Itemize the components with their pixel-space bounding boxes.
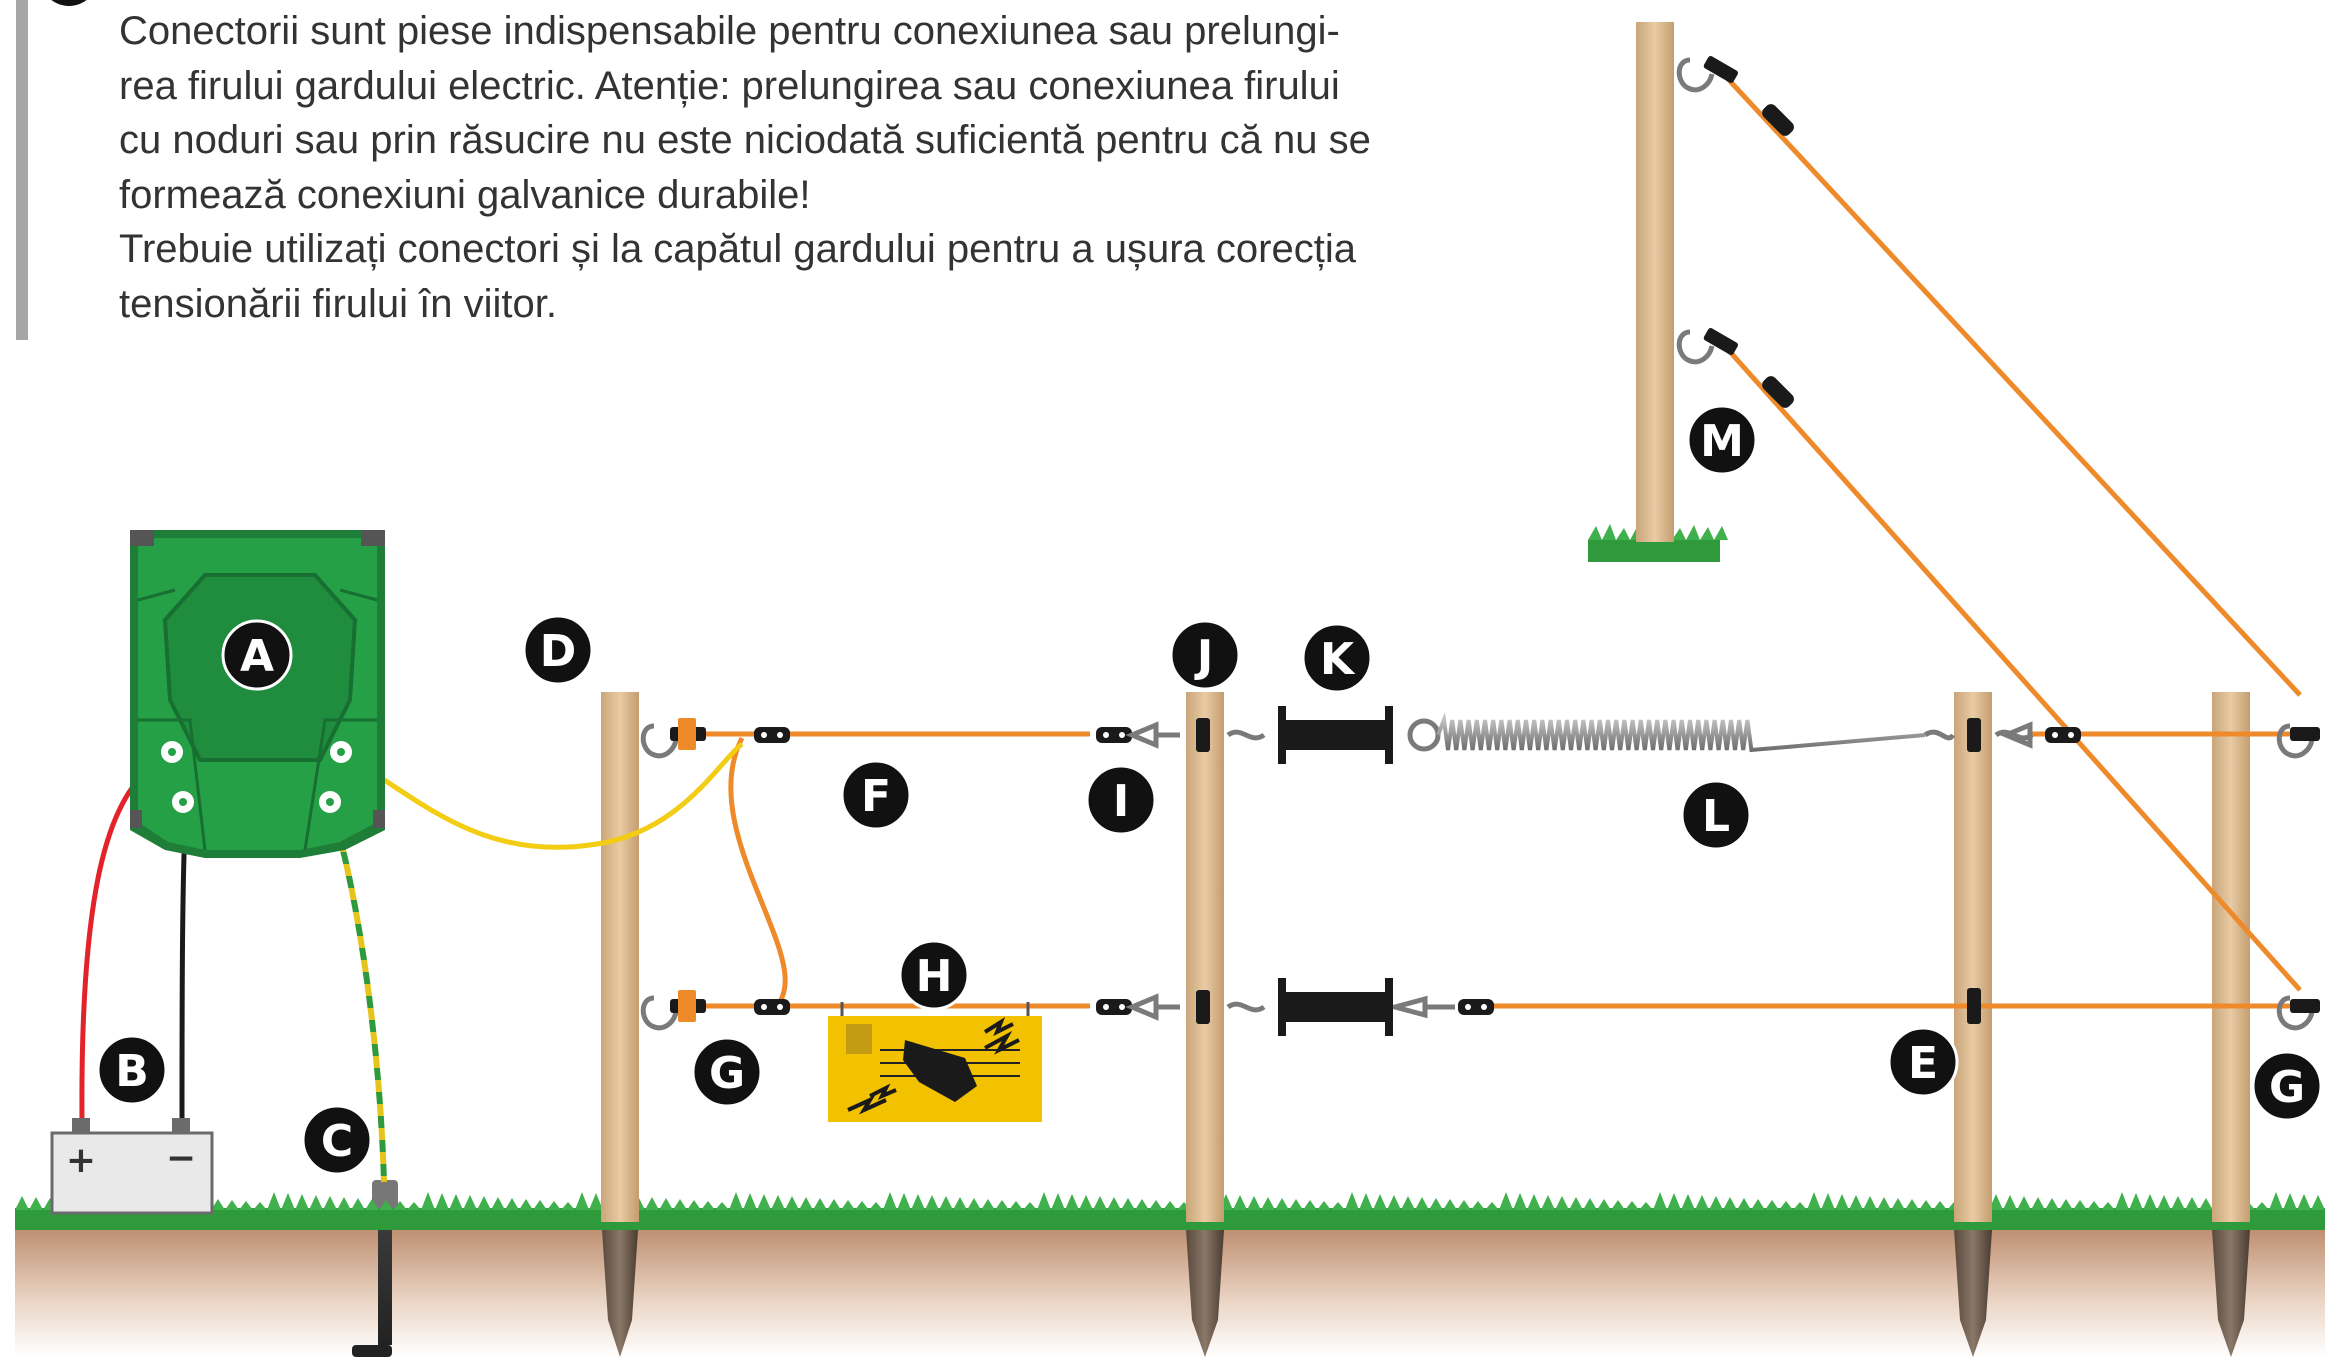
battery-plus-label: + bbox=[66, 1140, 96, 1181]
warning-sign bbox=[828, 1002, 1042, 1122]
step-marker-partial bbox=[40, 0, 98, 6]
label-marker-g-right: G bbox=[2251, 1050, 2323, 1122]
label-marker-letter: E bbox=[1908, 1038, 1938, 1089]
wooden-posts bbox=[601, 22, 2250, 1222]
wire-connectors bbox=[754, 104, 2081, 1015]
label-marker-j: J bbox=[1169, 619, 1241, 691]
label-marker-letter: B bbox=[115, 1046, 149, 1097]
label-marker-h: H bbox=[898, 939, 970, 1011]
label-markers: A B C D E F G G H I J K L M bbox=[96, 404, 2323, 1176]
label-marker-letter: L bbox=[1702, 791, 1730, 842]
description-line: Conectorii sunt piese indispensabile pen… bbox=[119, 9, 1340, 53]
jumper-wire bbox=[728, 736, 788, 1009]
grass-patch bbox=[1588, 524, 1728, 562]
wire-connector-icon bbox=[2045, 727, 2081, 743]
insulator-icon bbox=[1676, 56, 1738, 93]
label-marker-letter: J bbox=[1194, 631, 1213, 682]
wire-connector-icon bbox=[754, 999, 790, 1015]
gate-hooks bbox=[1125, 721, 2034, 1021]
label-marker-l: L bbox=[1680, 779, 1752, 851]
label-marker-letter: K bbox=[1320, 634, 1356, 685]
label-marker-letter: I bbox=[1113, 776, 1129, 827]
tension-spring-icon bbox=[1407, 712, 1926, 753]
label-marker-i: I bbox=[1085, 764, 1157, 836]
diagonal-wire-upper bbox=[1713, 63, 2302, 697]
label-marker-letter: F bbox=[861, 771, 891, 822]
yellow-cable bbox=[348, 741, 744, 850]
insulator-icon bbox=[1676, 328, 1738, 365]
description-line: Trebuie utilizați conectori și la capătu… bbox=[119, 227, 1356, 271]
label-marker-k: K bbox=[1301, 622, 1373, 694]
label-marker-g-left: G bbox=[691, 1036, 763, 1108]
description-line: cu noduri sau prin răsucire nu este nici… bbox=[119, 118, 1371, 162]
grass bbox=[15, 1192, 2325, 1230]
label-marker-e: E bbox=[1887, 1026, 1959, 1098]
label-marker-letter: G bbox=[709, 1048, 745, 1099]
insulator-icon bbox=[640, 718, 706, 759]
label-marker-letter: H bbox=[916, 951, 953, 1002]
soil bbox=[15, 1220, 2325, 1357]
label-marker-d: D bbox=[522, 614, 594, 686]
description-line: formează conexiuni galvanice durabile! bbox=[119, 172, 811, 217]
gate-handle-icon bbox=[1278, 706, 1393, 764]
diagonal-wire-lower bbox=[1713, 333, 2302, 992]
insulator-icon bbox=[2276, 723, 2320, 759]
wire-connector-icon bbox=[1762, 376, 1794, 408]
gate-handles bbox=[1278, 706, 1393, 1036]
fence-wires bbox=[690, 63, 2315, 1009]
label-marker-letter: C bbox=[321, 1116, 353, 1167]
wire-connector-icon bbox=[754, 727, 790, 743]
label-marker-m: M bbox=[1686, 404, 1758, 476]
description-line: rea firului gardului electric. Atenție: … bbox=[119, 63, 1340, 108]
sidebar-rule bbox=[16, 0, 28, 340]
wire-connector-icon bbox=[1096, 727, 1132, 743]
label-marker-letter: D bbox=[540, 626, 577, 677]
wire-connector-icon bbox=[1096, 999, 1132, 1015]
label-marker-letter: A bbox=[240, 631, 274, 682]
insulators bbox=[640, 56, 2320, 1031]
gate-handle-icon bbox=[1278, 978, 1393, 1036]
insulator-icon bbox=[640, 990, 706, 1031]
battery-minus-label: − bbox=[166, 1138, 196, 1179]
hand-shock-icon bbox=[847, 1017, 1020, 1115]
post-stakes bbox=[602, 1230, 2250, 1357]
battery: + − bbox=[50, 1118, 214, 1215]
label-marker-letter: G bbox=[2269, 1062, 2305, 1113]
wire-connector-icon bbox=[1762, 104, 1794, 136]
energizer bbox=[130, 530, 385, 858]
insulator-icon bbox=[2276, 995, 2320, 1031]
label-marker-a: A bbox=[221, 619, 293, 691]
label-marker-f: F bbox=[840, 759, 912, 831]
label-marker-c: C bbox=[301, 1104, 373, 1176]
description-line: tensionării firului în viitor. bbox=[119, 281, 557, 326]
wire-connector-icon bbox=[1458, 999, 1494, 1015]
label-marker-letter: M bbox=[1700, 416, 1744, 467]
label-marker-b: B bbox=[96, 1034, 168, 1106]
description-text: Conectorii sunt piese indispensabile pen… bbox=[119, 4, 1559, 331]
